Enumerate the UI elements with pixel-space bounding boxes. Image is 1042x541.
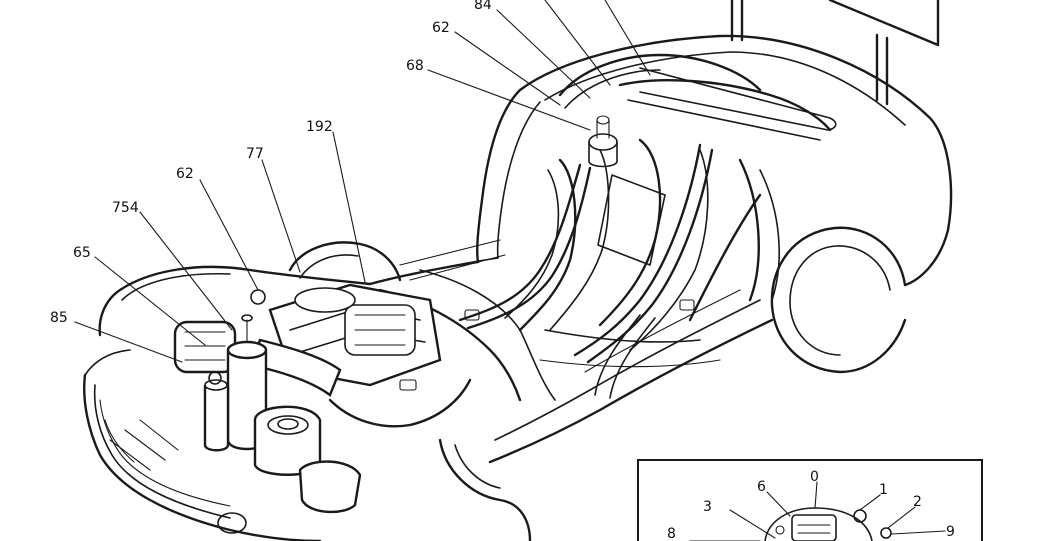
callout-192: 192 (306, 119, 333, 135)
callout-62-mid: 62 (176, 166, 194, 182)
callout-85: 85 (50, 310, 68, 326)
inset-detail: 0 1 2 3 6 8 9 (637, 459, 983, 541)
interior-seats (378, 67, 837, 402)
inset-label-1: 1 (879, 482, 888, 498)
inset-label-3: 3 (703, 499, 712, 515)
rear-sign (730, 0, 940, 106)
callout-754: 754 (112, 200, 139, 216)
callout-labels: 84 62 68 192 77 62 754 65 85 (50, 0, 492, 326)
hoses (288, 53, 762, 428)
inset-label-8: 8 (667, 526, 676, 541)
callout-68: 68 (406, 58, 424, 74)
callout-84: 84 (474, 0, 492, 13)
inset-label-9: 9 (946, 524, 955, 540)
callout-65: 65 (73, 245, 91, 261)
inset-label-2: 2 (913, 494, 922, 510)
inset-label-0: 0 (810, 469, 819, 485)
callout-77: 77 (246, 146, 264, 162)
engine-components (173, 115, 695, 514)
inset-label-6: 6 (757, 479, 766, 495)
callout-62-top: 62 (432, 20, 450, 36)
leader-lines (74, 0, 651, 363)
